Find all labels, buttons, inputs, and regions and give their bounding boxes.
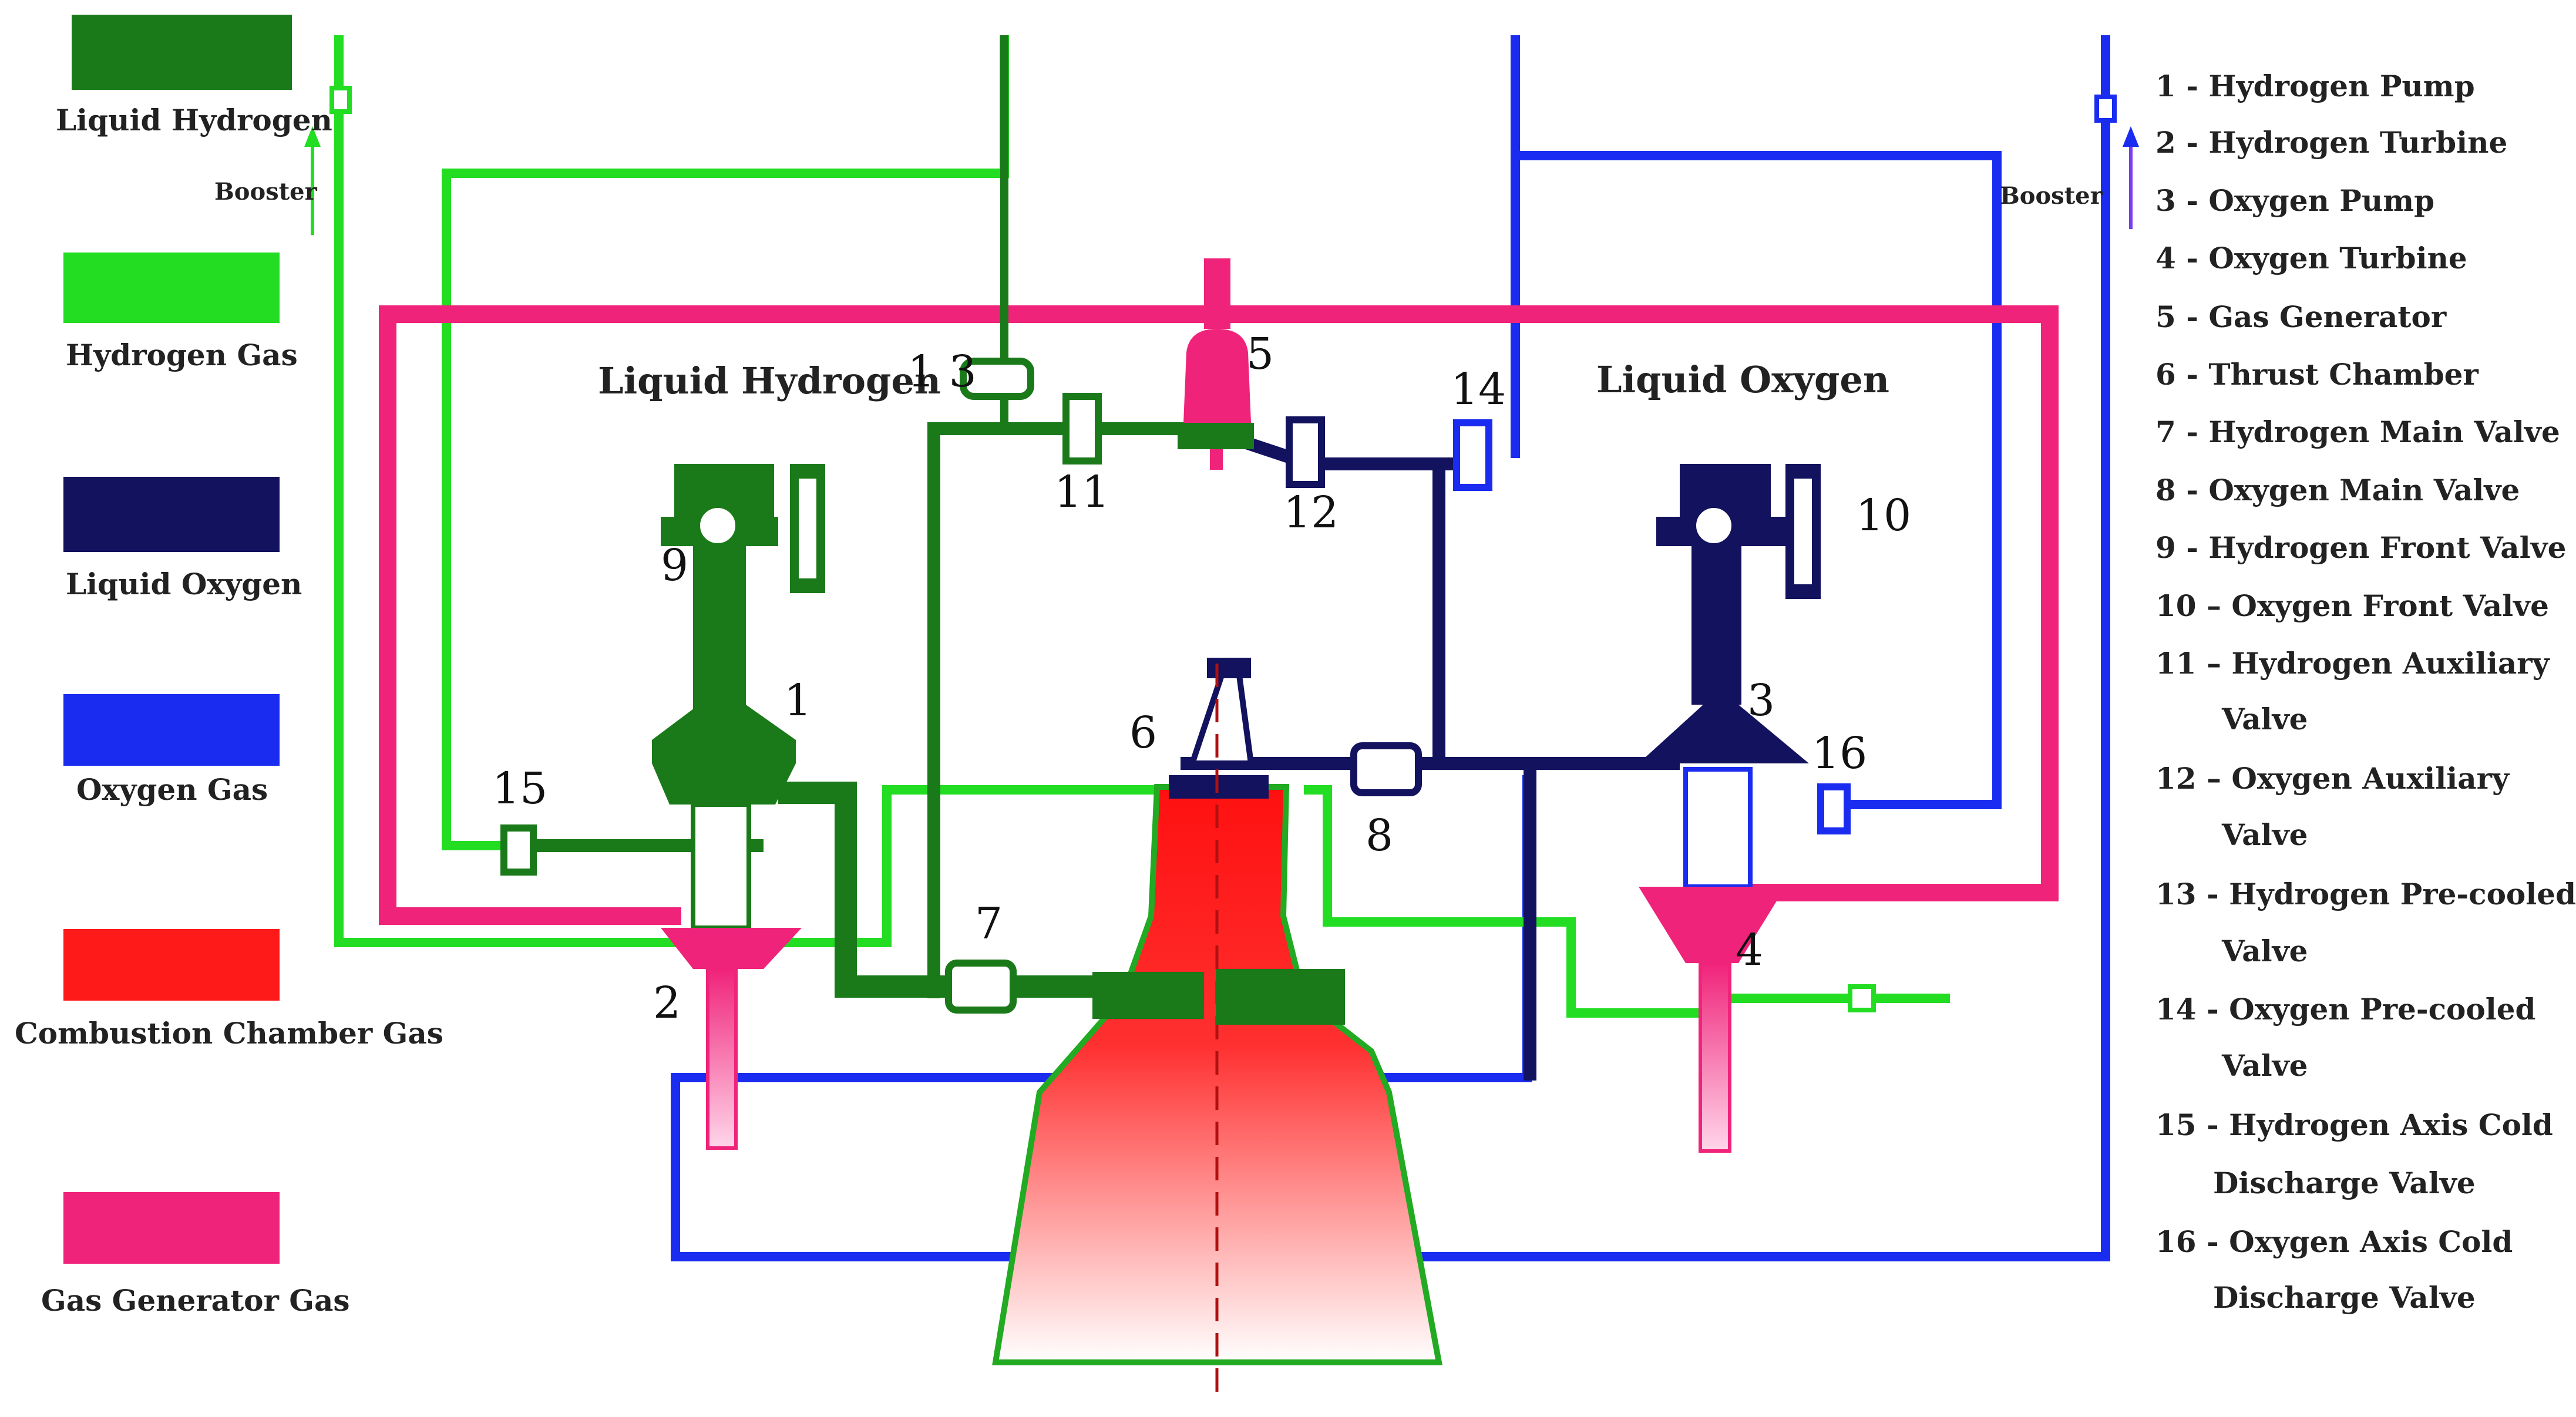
callout-15: 15 bbox=[492, 763, 548, 814]
valve-left-top bbox=[329, 86, 352, 114]
valve-8 bbox=[1350, 742, 1422, 796]
legend-swatch-oxygen-gas bbox=[63, 694, 280, 766]
valve-right-top bbox=[2094, 95, 2117, 123]
valve-7 bbox=[945, 960, 1017, 1014]
callout-10: 10 bbox=[1856, 490, 1912, 541]
thrust-chamber bbox=[992, 658, 1443, 1392]
legend-label-hydrogen-gas: Hydrogen Gas bbox=[66, 338, 298, 372]
key-item: Valve bbox=[2222, 1048, 2308, 1083]
valve-14 bbox=[1453, 419, 1492, 491]
key-item: 4 - Oxygen Turbine bbox=[2155, 241, 2467, 275]
callout-11: 11 bbox=[1054, 467, 1110, 517]
key-item: 7 - Hydrogen Main Valve bbox=[2155, 415, 2560, 449]
key-item: 1 - Hydrogen Pump bbox=[2155, 69, 2475, 103]
key-item: Valve bbox=[2222, 817, 2308, 852]
gas-generator bbox=[1178, 258, 1254, 470]
key-item: 14 - Oxygen Pre-cooled bbox=[2155, 992, 2536, 1026]
key-item: 3 - Oxygen Pump bbox=[2155, 183, 2435, 218]
key-item: 12 – Oxygen Auxiliary bbox=[2155, 761, 2510, 796]
legend-label-oxygen-gas: Oxygen Gas bbox=[76, 772, 268, 807]
key-item: Discharge Valve bbox=[2213, 1166, 2476, 1200]
callout-6: 6 bbox=[1129, 708, 1158, 758]
legend-swatch-combustion-gas bbox=[63, 929, 280, 1001]
oxygen-gas-lines bbox=[671, 35, 2110, 1261]
valve-12 bbox=[1286, 416, 1325, 488]
key-item: 11 – Hydrogen Auxiliary bbox=[2155, 646, 2550, 681]
hydrogen-pump-assembly bbox=[652, 464, 825, 1150]
key-item: 2 - Hydrogen Turbine bbox=[2155, 125, 2508, 160]
liquid-oxygen-inlet-label: Liquid Oxygen bbox=[1596, 358, 1889, 401]
key-item: 9 - Hydrogen Front Valve bbox=[2155, 530, 2567, 565]
legend-label-gas-generator-gas: Gas Generator Gas bbox=[41, 1283, 350, 1318]
key-item: 5 - Gas Generator bbox=[2155, 299, 2447, 334]
key-item: 6 - Thrust Chamber bbox=[2155, 357, 2479, 392]
oxygen-pump-assembly bbox=[1639, 464, 1821, 1153]
callout-7: 7 bbox=[975, 898, 1003, 949]
booster-left-arrow bbox=[304, 126, 321, 235]
key-item: Valve bbox=[2222, 934, 2308, 968]
liquid-hydrogen-inlet-label: Liquid Hydrogen bbox=[598, 359, 941, 402]
key-item: 8 - Oxygen Main Valve bbox=[2155, 473, 2520, 507]
key-item: 13 - Hydrogen Pre-cooled bbox=[2155, 877, 2576, 911]
callout-16: 16 bbox=[1812, 728, 1868, 779]
key-item: 16 - Oxygen Axis Cold bbox=[2155, 1224, 2513, 1259]
legend-swatch-hydrogen-gas bbox=[63, 253, 280, 323]
legend-label-combustion-gas: Combustion Chamber Gas bbox=[15, 1016, 443, 1051]
callout-1: 1 bbox=[784, 675, 812, 726]
valve-13 bbox=[960, 358, 1034, 400]
callout-2: 2 bbox=[653, 978, 681, 1028]
callout-4: 4 bbox=[1736, 925, 1764, 975]
callout-14: 14 bbox=[1451, 364, 1506, 415]
key-item: Discharge Valve bbox=[2213, 1280, 2476, 1315]
legend-swatch-liquid-oxygen bbox=[63, 477, 280, 552]
legend-swatch-liquid-hydrogen bbox=[72, 15, 292, 90]
valve-16 bbox=[1817, 783, 1851, 834]
legend-label-liquid-hydrogen: Liquid Hydrogen bbox=[56, 103, 332, 137]
booster-right-label: Booster bbox=[2000, 182, 2103, 210]
booster-right-arrow bbox=[2123, 126, 2139, 229]
callout-12: 12 bbox=[1283, 487, 1339, 538]
callout-8: 8 bbox=[1366, 810, 1394, 861]
callout-5: 5 bbox=[1246, 329, 1274, 379]
key-item: 10 – Oxygen Front Valve bbox=[2155, 588, 2549, 623]
valve-h2-outlet bbox=[1848, 984, 1876, 1012]
valve-15 bbox=[500, 824, 537, 876]
key-item: Valve bbox=[2222, 702, 2308, 736]
callout-3: 3 bbox=[1747, 675, 1775, 726]
key-item: 15 - Hydrogen Axis Cold bbox=[2155, 1108, 2553, 1142]
valve-11 bbox=[1062, 393, 1102, 465]
booster-left-label: Booster bbox=[214, 178, 317, 206]
callout-9: 9 bbox=[661, 540, 689, 591]
callout-13: 1 3 bbox=[907, 346, 977, 397]
legend-label-liquid-oxygen: Liquid Oxygen bbox=[66, 567, 302, 601]
legend-swatch-gas-generator-gas bbox=[63, 1192, 280, 1264]
